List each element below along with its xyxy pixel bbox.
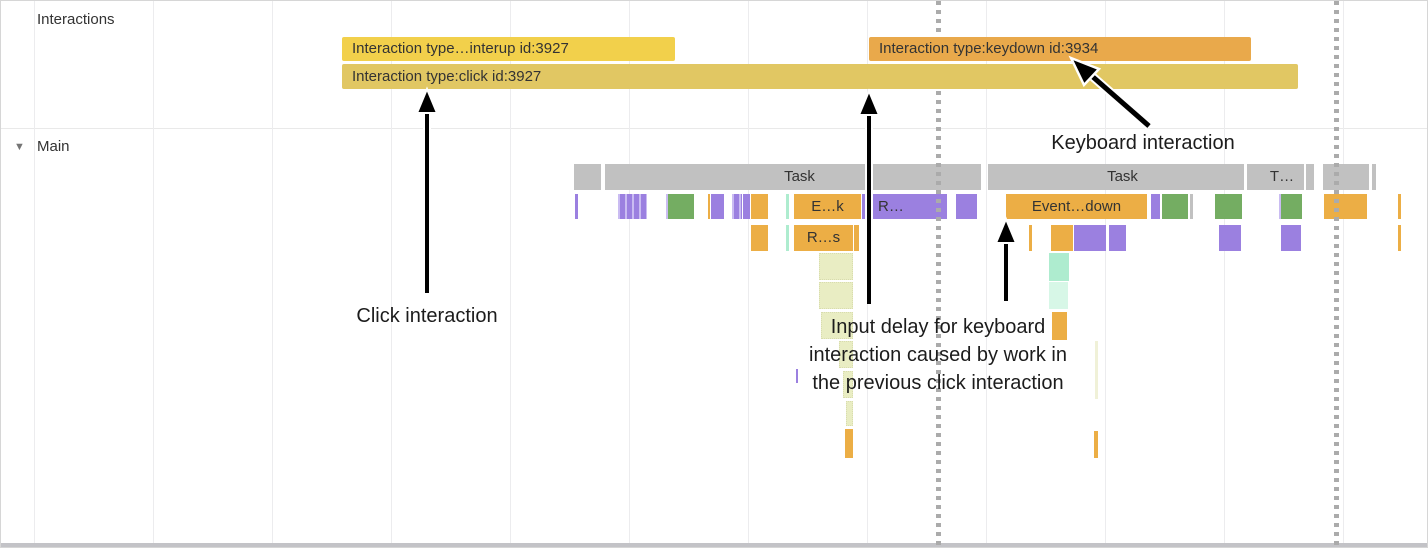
task-bar[interactable]: Task — [605, 164, 981, 190]
time-gridline — [1343, 1, 1344, 547]
flame-bar[interactable] — [711, 194, 724, 219]
flame-bar[interactable] — [796, 369, 798, 383]
flame-bar[interactable] — [845, 429, 853, 458]
interaction-bar-pointerup[interactable]: Interaction type…interup id:3927 — [342, 37, 675, 61]
flame-bar[interactable] — [1074, 225, 1106, 251]
flame-bar[interactable] — [819, 253, 853, 280]
flame-bar[interactable] — [1324, 194, 1367, 219]
input-delay-annotation: Input delay for keyboard interaction cau… — [728, 313, 1148, 397]
flame-bar[interactable] — [843, 371, 853, 398]
flame-bar[interactable] — [786, 194, 789, 219]
collapse-triangle-icon[interactable]: ▼ — [14, 141, 25, 153]
event-keydown-bar[interactable]: Event…down — [1006, 194, 1147, 219]
flame-bar[interactable] — [1190, 194, 1193, 219]
time-gridline — [510, 1, 511, 547]
flame-bar[interactable] — [574, 164, 601, 190]
flame-bar[interactable] — [846, 401, 853, 426]
flame-bar[interactable] — [1372, 164, 1376, 190]
time-gridline — [391, 1, 392, 547]
flame-bar[interactable] — [1052, 312, 1067, 340]
input-delay-line-3: the previous click interaction — [812, 372, 1064, 394]
time-gridline — [629, 1, 630, 547]
flame-bar[interactable] — [821, 312, 853, 339]
flame-bar[interactable] — [1051, 225, 1073, 251]
flame-bar[interactable] — [1215, 194, 1242, 219]
flame-bar[interactable] — [1049, 253, 1069, 281]
flame-bar[interactable] — [1281, 225, 1301, 251]
flame-bar[interactable] — [1398, 194, 1401, 219]
time-gridline — [34, 1, 35, 547]
flame-bar[interactable] — [819, 282, 853, 309]
time-gridline — [986, 1, 987, 547]
flame-bar[interactable] — [1049, 282, 1068, 309]
flame-bar[interactable] — [1094, 431, 1098, 458]
run-script-bar[interactable]: R…s — [794, 225, 853, 251]
time-gridline — [272, 1, 273, 547]
flame-bar[interactable] — [743, 194, 750, 219]
flame-bar[interactable] — [1095, 341, 1098, 399]
flame-bar[interactable] — [751, 225, 768, 251]
flame-bar[interactable] — [956, 194, 977, 219]
flame-bar[interactable] — [1219, 225, 1241, 251]
recalc-style-bar[interactable]: R… — [873, 194, 947, 219]
interaction-bar-keydown[interactable]: Interaction type:keydown id:3934 — [869, 37, 1251, 61]
flame-bar[interactable] — [862, 194, 866, 219]
input-delay-line-2: interaction caused by work in — [809, 344, 1067, 366]
flame-bar[interactable] — [1109, 225, 1126, 251]
flame-bar[interactable] — [1306, 164, 1314, 190]
main-track-label: Main — [37, 138, 70, 155]
flame-bar[interactable] — [575, 194, 578, 219]
interaction-bar-click[interactable]: Interaction type:click id:3927 — [342, 64, 1298, 89]
flame-bar[interactable] — [839, 341, 853, 368]
flame-bar[interactable] — [1162, 194, 1188, 219]
dotted-guideline — [936, 1, 941, 547]
flame-bar[interactable] — [1398, 225, 1401, 251]
flame-bar[interactable] — [708, 194, 710, 219]
bottom-scroll-edge — [1, 543, 1427, 547]
flame-bar[interactable] — [618, 194, 647, 219]
dotted-guideline — [1334, 1, 1339, 547]
event-click-bar[interactable]: E…k — [794, 194, 861, 219]
task-bar[interactable]: T… — [1247, 164, 1304, 190]
keyboard-interaction-annotation: Keyboard interaction — [1051, 132, 1235, 154]
time-gridline — [153, 1, 154, 547]
flame-bar[interactable] — [732, 194, 742, 219]
time-gridline — [1224, 1, 1225, 547]
flame-bar[interactable] — [1151, 194, 1160, 219]
input-delay-line-1: Input delay for keyboard — [830, 316, 1046, 338]
click-interaction-annotation: Click interaction — [356, 305, 498, 327]
interactions-track-label: Interactions — [37, 11, 115, 28]
time-gridline — [748, 1, 749, 547]
track-divider — [1, 128, 1427, 129]
flame-bar[interactable] — [1323, 164, 1369, 190]
flame-bar[interactable] — [751, 194, 768, 219]
flame-bar[interactable] — [666, 194, 694, 219]
flame-bar[interactable] — [854, 225, 859, 251]
task-bar[interactable]: Task — [988, 164, 1244, 190]
flame-bar[interactable] — [786, 225, 789, 251]
flame-bar[interactable] — [1029, 225, 1032, 251]
time-gridline — [1105, 1, 1106, 547]
flame-bar[interactable] — [1279, 194, 1302, 219]
